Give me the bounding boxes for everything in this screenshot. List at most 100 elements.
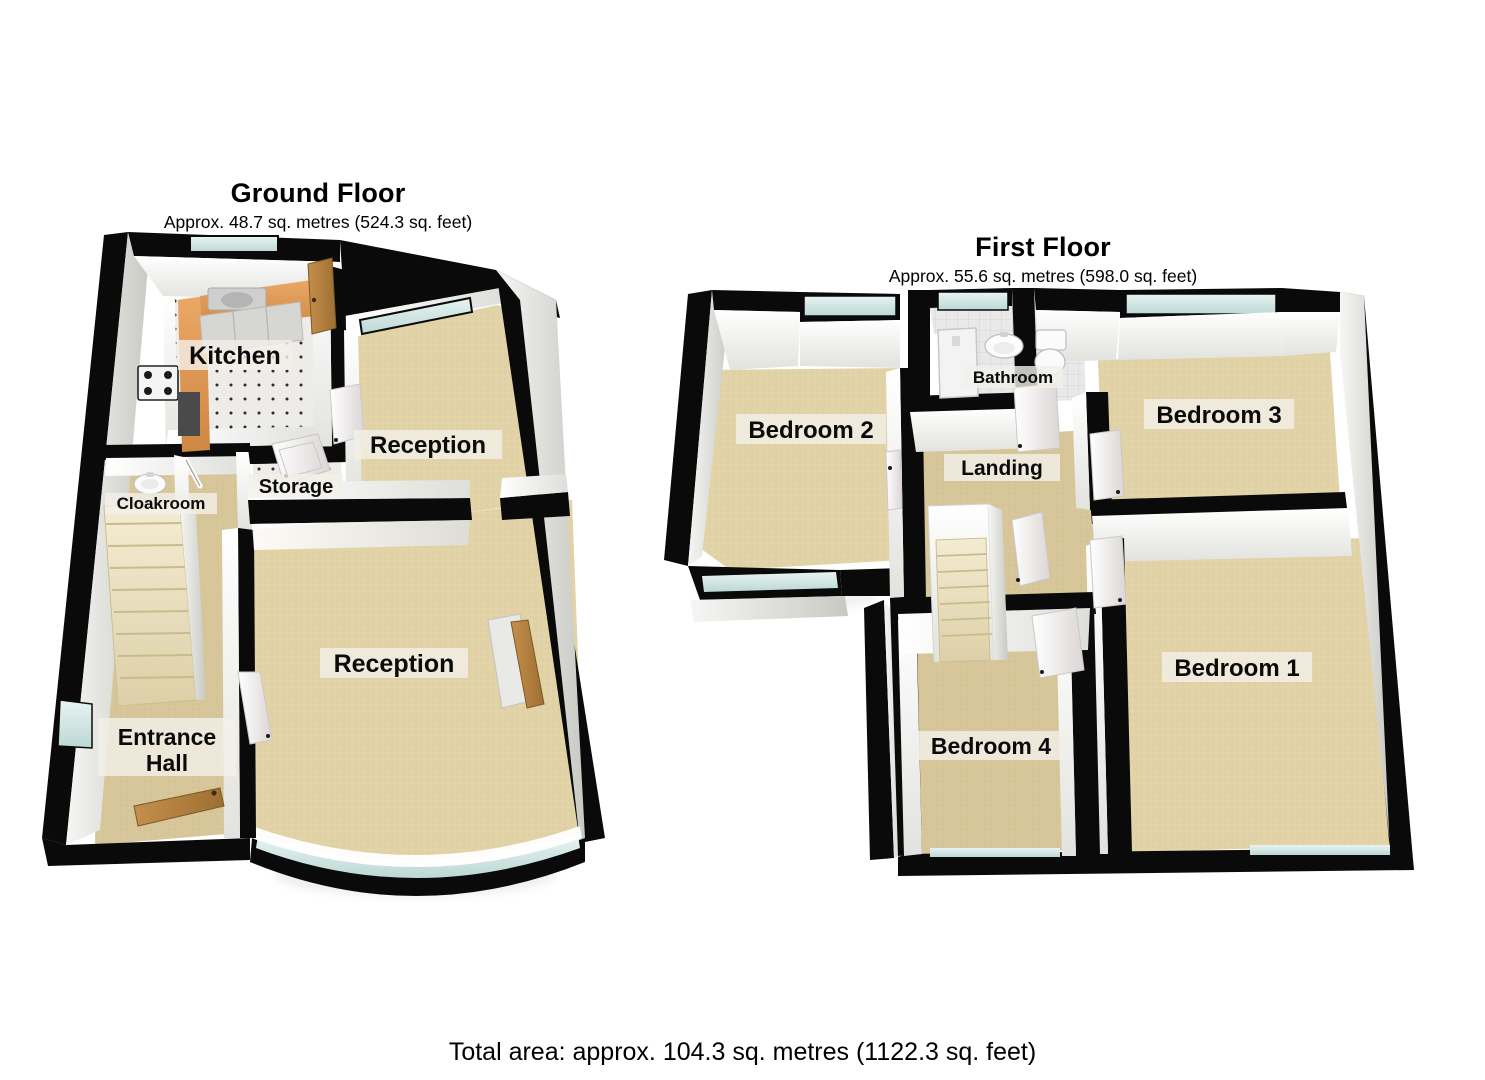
room-label-landing: Landing: [961, 457, 1043, 480]
bathroom-window: [937, 291, 1009, 311]
staircase-ground: [103, 457, 206, 707]
bedroom1-door-handle[interactable]: [1118, 598, 1122, 602]
ff-exterior-wall-left-face: [688, 290, 730, 566]
ff-top-wall-right-face: [1282, 312, 1340, 356]
reception-door-handle[interactable]: [334, 438, 338, 442]
room-label-cloakroom: Cloakroom: [117, 494, 206, 513]
bedroom3-door[interactable]: [1089, 429, 1125, 501]
room-label-bedroom4: Bedroom 4: [931, 733, 1051, 759]
front-door[interactable]: [133, 787, 225, 827]
landing-cupboard-handle[interactable]: [1016, 578, 1020, 582]
bedroom2-door-handle[interactable]: [888, 466, 892, 470]
bathroom-cistern: [1035, 329, 1067, 351]
kitchen-window: [189, 235, 279, 253]
ff-top-wall-right: [1282, 288, 1340, 312]
exterior-wall-left: [42, 232, 128, 845]
bay-window-glass: [256, 835, 580, 878]
ff-top-wall-bed3: [1034, 288, 1120, 312]
entrance-hall-label-bg: [98, 718, 236, 776]
room-label-bedroom1: Bedroom 1: [1174, 655, 1299, 682]
exterior-wall-bottom-left: [42, 838, 250, 866]
kitchen-door-handle[interactable]: [311, 297, 317, 303]
bathroom-door[interactable]: [1013, 383, 1061, 453]
reception-side-door[interactable]: [487, 613, 545, 709]
reception-interior-wall-face: [252, 520, 470, 550]
bedroom4-door-handle[interactable]: [1040, 670, 1044, 674]
room-label-bathroom: Bathroom: [973, 368, 1053, 387]
bedroom2-window-face: [800, 320, 900, 368]
first-floor-labels: Bedroom 2 Bathroom Bedroom 3 Landing Bed…: [736, 366, 1312, 760]
exterior-wall-upper-right-step: [340, 240, 500, 316]
first-floor-title: First Floor: [975, 232, 1111, 262]
kitchen-label-bg: [178, 340, 292, 370]
bedroom2-door[interactable]: [885, 449, 903, 511]
kitchen-door-wood[interactable]: [307, 257, 337, 335]
ff-top-wall-bed2-face: [714, 310, 800, 370]
hall-window: [57, 699, 93, 749]
bedroom3-window: [1125, 293, 1277, 315]
room-label-storage: Storage: [259, 476, 333, 498]
room-label-reception-main: Reception: [334, 650, 455, 678]
bedroom1-label-bg: [1162, 652, 1312, 682]
bedroom1-window-bottom: [1250, 845, 1390, 855]
bathroom-door-handle[interactable]: [1018, 444, 1022, 448]
reception-main-label-bg: [320, 648, 468, 678]
exterior-wall-right-face: [496, 270, 585, 843]
bedroom2-bottom-wall: [840, 568, 902, 596]
cloakroom-basin: [133, 472, 167, 495]
landing-bedroom1-wall: [1100, 538, 1132, 854]
landing-cupboard-door[interactable]: [1011, 511, 1051, 587]
ground-floor-title: Ground Floor: [230, 178, 406, 208]
room-label-bedroom2: Bedroom 2: [748, 417, 873, 444]
front-door-handle[interactable]: [211, 790, 217, 796]
bathroom-bottom-wall-face: [910, 408, 1040, 452]
reception-upper-label-bg: [354, 430, 502, 459]
bedroom2-label-bg: [736, 414, 886, 444]
landing-bedroom3-wall-face: [1072, 392, 1090, 510]
room-label-entrance: Entrance: [118, 724, 216, 750]
bedroom4-window-bottom: [930, 848, 1060, 857]
bedroom4-label-bg: [918, 731, 1064, 760]
bedroom3-window-face: [1118, 312, 1284, 360]
bedroom2-bay-sill: [690, 596, 848, 622]
bathroom-back-wall: [930, 306, 1012, 334]
bedroom1-floor: [1118, 538, 1390, 852]
storage-label-bg: [249, 474, 343, 498]
total-area-text: Total area: approx. 104.3 sq. metres (11…: [448, 1038, 1037, 1066]
bedroom3-door-handle[interactable]: [1116, 490, 1120, 494]
room-label-kitchen: Kitchen: [189, 342, 281, 370]
room-label-hall: Hall: [146, 750, 188, 776]
room-label-reception-upper: Reception: [370, 432, 486, 459]
reception-divider-wall: [248, 498, 472, 524]
ground-floor-labels: Kitchen Storage Cloakroom Reception Rece…: [98, 340, 502, 776]
bedroom2-bay-glass: [702, 572, 838, 592]
kitchen-hob: [137, 365, 179, 401]
bedroom4-door[interactable]: [1031, 607, 1085, 679]
hall-reception-wall-face: [222, 528, 240, 838]
bedroom1-door[interactable]: [1089, 535, 1127, 609]
ff-exterior-wall-lower-left: [864, 600, 894, 860]
first-floor-doors[interactable]: [885, 383, 1127, 679]
reception-right-return-face: [500, 474, 568, 498]
bay-window-sill: [252, 826, 582, 867]
ground-floor-subtitle: Approx. 48.7 sq. metres (524.3 sq. feet): [163, 212, 473, 232]
ff-exterior-wall-right-face: [1340, 292, 1390, 852]
landing-staircase: [927, 503, 1008, 663]
room-label-bedroom3: Bedroom 3: [1156, 402, 1281, 429]
hall-reception-door-handle[interactable]: [266, 734, 270, 738]
storage-door-panel: [278, 441, 323, 478]
bedroom3-label-bg: [1144, 399, 1294, 429]
bedroom2-floor: [700, 368, 902, 570]
cloakroom-top-wall: [103, 443, 250, 460]
landing-label-bg: [944, 454, 1060, 481]
reception-right-return-wall: [500, 492, 570, 520]
ff-exterior-wall-left: [664, 290, 712, 566]
bedroom2-window: [803, 295, 897, 317]
bedroom4-left-divider-face: [898, 614, 922, 856]
bathroom-label-bg: [963, 366, 1063, 388]
ff-top-wall-bed2: [712, 290, 800, 312]
reception-main-floor: [248, 500, 585, 863]
bay-window-wall: [250, 838, 585, 896]
hall-reception-door[interactable]: [237, 671, 273, 745]
